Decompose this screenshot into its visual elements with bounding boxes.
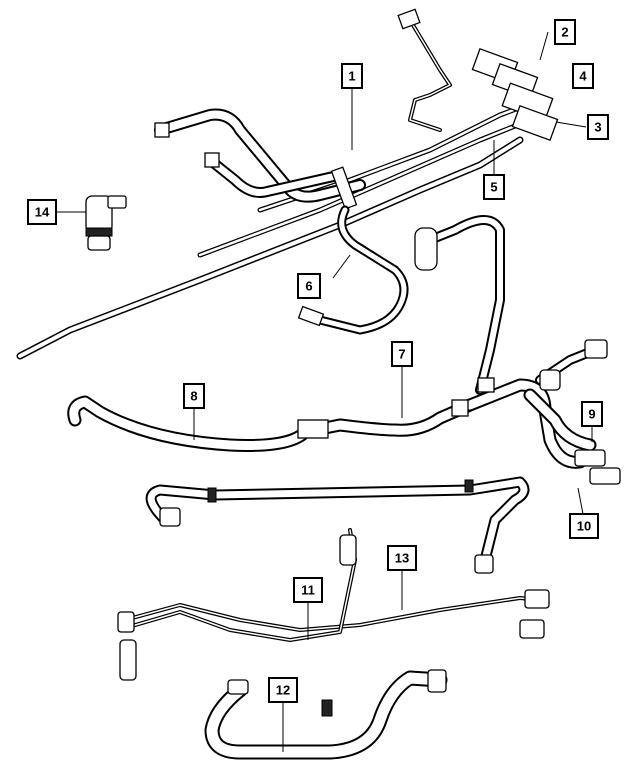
callout-7-label: 7 [398, 347, 405, 362]
callout-9: 9 [581, 401, 603, 427]
callout-10: 10 [569, 513, 599, 539]
callout-6: 6 [297, 273, 321, 299]
callout-2: 2 [554, 19, 576, 45]
callout-5: 5 [483, 174, 505, 200]
hose-lower-long [145, 476, 530, 574]
callout-14: 14 [27, 199, 57, 225]
vacuum-lines-lower [117, 528, 550, 681]
callout-1: 1 [341, 63, 363, 89]
callout-1-label: 1 [348, 69, 355, 84]
callout-11-label: 11 [301, 583, 315, 598]
callout-14-label: 14 [35, 205, 50, 220]
callout-7: 7 [391, 341, 413, 367]
callout-10-label: 10 [577, 519, 591, 534]
hose-part-12 [204, 669, 448, 760]
hose-assembly-middle [67, 215, 621, 485]
callout-12-label: 12 [276, 683, 290, 698]
callout-3: 3 [587, 114, 609, 140]
callout-5-label: 5 [490, 180, 497, 195]
vacuum-line-bundle [16, 8, 559, 360]
callout-13: 13 [387, 545, 417, 571]
leader-lines [56, 31, 593, 752]
callout-8: 8 [183, 383, 205, 409]
callout-8-label: 8 [190, 389, 197, 404]
callout-2-label: 2 [561, 25, 568, 40]
callout-4: 4 [572, 63, 594, 89]
callout-6-label: 6 [305, 279, 312, 294]
callout-3-label: 3 [594, 120, 601, 135]
callout-4-label: 4 [579, 69, 587, 84]
callout-9-label: 9 [588, 407, 595, 422]
callout-11: 11 [293, 577, 323, 603]
check-valve-part [85, 195, 127, 251]
callout-12: 12 [268, 677, 298, 703]
callout-13-label: 13 [395, 551, 409, 566]
